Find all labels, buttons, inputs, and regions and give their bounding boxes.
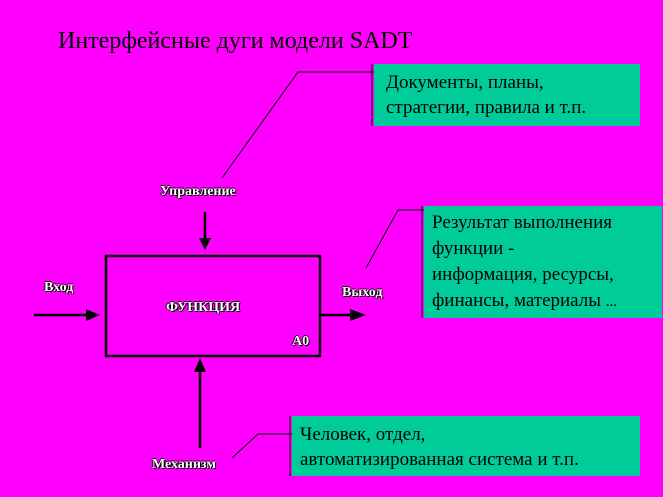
function-box	[104, 254, 322, 358]
mechanism-callout-line-2: автоматизированная система и т.п.	[300, 449, 579, 470]
node-number-label: А0	[292, 334, 310, 349]
mechanism-leader-line	[231, 433, 292, 459]
control-callout-line-1: Документы, планы,	[386, 72, 544, 93]
control-leader-line	[221, 71, 374, 179]
output-arrowhead	[350, 309, 366, 321]
output-callout-line-4-text: финансы, материалы	[432, 290, 602, 311]
output-callout-ellipsis: ...	[605, 294, 618, 310]
control-callout: Документы, планы, стратегии, правила и т…	[374, 64, 640, 126]
control-label: Управление	[160, 184, 236, 199]
control-arrowhead	[199, 238, 211, 250]
mechanism-callout-line-1: Человек, отдел,	[300, 424, 426, 445]
function-label: ФУНКЦИЯ	[166, 300, 241, 315]
mechanism-arrowhead	[194, 358, 206, 372]
input-label: Вход	[44, 280, 74, 295]
output-callout-line-4: финансы, материалы ...	[432, 288, 662, 315]
mechanism-callout: Человек, отдел, автоматизированная систе…	[292, 416, 640, 476]
output-callout-line-2: функции -	[432, 238, 515, 259]
input-arrowhead	[86, 309, 100, 321]
output-label: Выход	[342, 285, 383, 300]
output-callout: Результат выполнения функции - информаци…	[424, 206, 662, 318]
diagram-title: Интерфейсные дуги модели SADT	[58, 28, 413, 54]
output-callout-line-1: Результат выполнения	[432, 212, 613, 233]
output-leader-line	[365, 209, 424, 269]
output-callout-line-3: информация, ресурсы,	[432, 264, 614, 285]
control-callout-line-2: стратегии, правила и т.п.	[386, 97, 587, 118]
mechanism-label: Механизм	[152, 457, 216, 472]
